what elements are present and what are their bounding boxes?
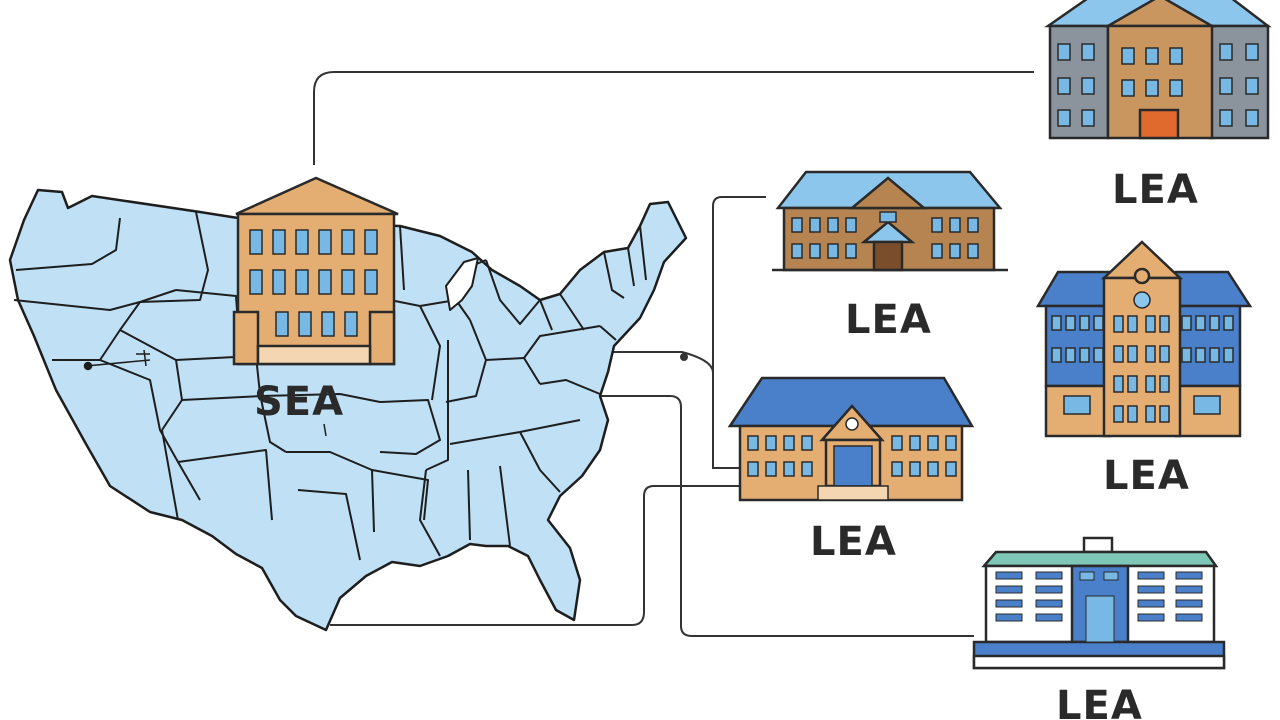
map-markers [85,349,327,437]
connector-sea-to-lea-2 [712,196,766,469]
sea-right-wing [368,310,396,366]
lea-3-clock-icon [1133,267,1151,285]
lea-1-door [1138,108,1180,140]
lea-building-1 [1044,0,1272,140]
lea-3-windows [1051,315,1234,423]
sea-roof [235,176,399,216]
connector-to-lea-3 [572,351,714,373]
lea-1-right-wing [1208,24,1270,140]
lea-1-windows [1057,43,1259,127]
lea-3-right-roof [1174,270,1253,308]
lea-building-4 [727,376,975,502]
lea-building-3 [1035,240,1253,438]
lea-building-2 [772,170,1008,272]
connector-sea-to-lea-1 [313,71,1034,165]
connector-junction [680,353,688,361]
lea-2-gable [848,176,928,210]
lea-4-door [833,445,873,487]
lea-5-rooftop-box [1082,536,1114,554]
sea-label: SEA [254,379,345,425]
lea-5-roof [981,550,1219,568]
lea-5-center-windows [1079,571,1119,643]
lea-4-emblem-icon [845,417,859,431]
us-map [8,188,688,632]
lea-label-5: LEA [1056,683,1143,720]
lea-4-steps [817,485,889,501]
sea-building [232,176,399,366]
lea-2-windows [791,211,979,259]
sea-windows [249,229,378,337]
great-lakes-shape [445,257,479,311]
lea-label-1: LEA [1112,167,1199,213]
lea-label-2: LEA [845,297,932,343]
state-borders [13,211,647,561]
lea-3-emblem-icon [1133,291,1151,309]
lea-label-4: LEA [810,519,897,565]
lea-5-windows [995,571,1203,622]
connector-to-lea-5 [584,395,974,637]
lea-building-5 [972,536,1226,670]
lea-3-left-roof [1035,270,1112,308]
sea-steps [256,344,372,366]
lea-4-windows [747,435,957,477]
connector-to-lea-4 [330,485,742,626]
lea-5-base-trim [972,654,1226,670]
lea-2-door [872,240,904,272]
sea-left-wing [232,310,260,366]
map-marker-dot [83,361,93,371]
lea-label-3: LEA [1103,453,1190,499]
